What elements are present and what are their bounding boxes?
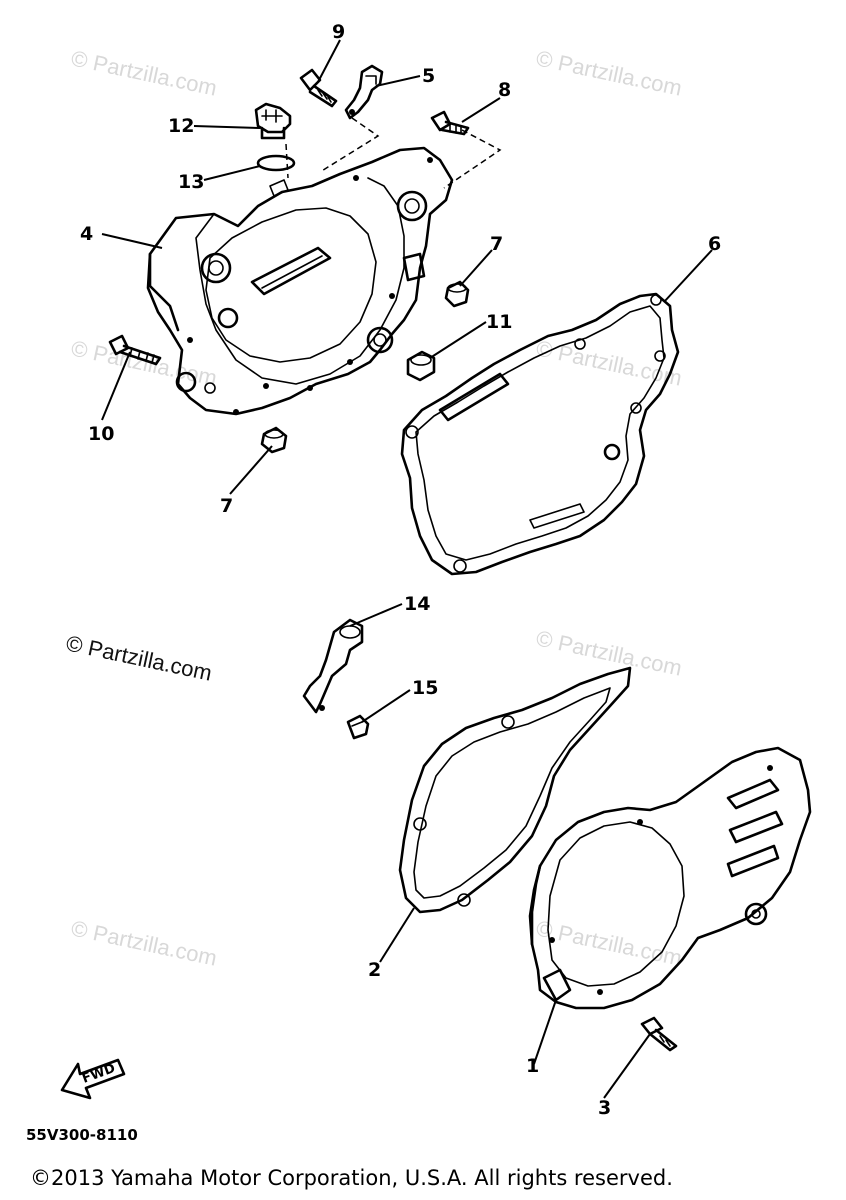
callout-4: 4: [80, 223, 93, 245]
fwd-arrow-icon: FWD: [60, 1058, 126, 1100]
callout-14: 14: [404, 593, 430, 615]
callout-15: 15: [412, 677, 438, 699]
callout-3: 3: [598, 1097, 611, 1119]
bolt-3-icon: [640, 1016, 678, 1052]
clamp-14-icon: [302, 618, 364, 714]
alignment-lines: [285, 117, 502, 189]
gasket-6-icon: [400, 292, 680, 576]
callout-8: 8: [498, 79, 511, 101]
callout-1: 1: [526, 1055, 539, 1077]
callout-13: 13: [178, 171, 204, 193]
watermark: © Partzilla.com: [534, 45, 684, 100]
callout-12: 12: [168, 115, 194, 137]
gasket-2-icon: [398, 666, 632, 914]
watermark: © Partzilla.com: [534, 915, 684, 970]
o-ring-13-icon: [256, 154, 296, 172]
callout-11: 11: [486, 311, 512, 333]
callout-2: 2: [368, 959, 381, 981]
copyright-notice: ©2013 Yamaha Motor Corporation, U.S.A. A…: [30, 1166, 673, 1190]
diagram-code: 55V300-8110: [26, 1126, 138, 1144]
watermark: © Partzilla.com: [69, 335, 219, 390]
callout-5: 5: [422, 65, 435, 87]
callout-10: 10: [88, 423, 114, 445]
callout-7b: 7: [220, 495, 233, 517]
bolt-8-icon: [430, 110, 470, 136]
dowel-7-icon: [444, 280, 470, 308]
watermark: © Partzilla.com: [69, 915, 219, 970]
bolt-10-icon: [108, 334, 162, 366]
callout-labels: 9 5 8 12 13 4 6 7 11 10 7 14 15 2 1 3: [80, 21, 721, 1119]
bolt-9-icon: [299, 68, 338, 108]
crankcase-cover-4-icon: [146, 146, 454, 416]
watermark-dark: © Partzilla.com: [64, 630, 214, 685]
bracket-5-icon: [344, 64, 384, 120]
callout-6: 6: [708, 233, 721, 255]
watermark: © Partzilla.com: [69, 45, 219, 100]
crankcase-cover-1-icon: [528, 746, 812, 1010]
callout-9: 9: [332, 21, 345, 43]
callout-7: 7: [490, 233, 503, 255]
seal-11-icon: [406, 350, 436, 382]
leader-lines: [101, 39, 713, 1099]
dowel-7b-icon: [260, 426, 288, 454]
screw-15-icon: [346, 714, 370, 740]
plug-12-icon: [254, 102, 292, 140]
